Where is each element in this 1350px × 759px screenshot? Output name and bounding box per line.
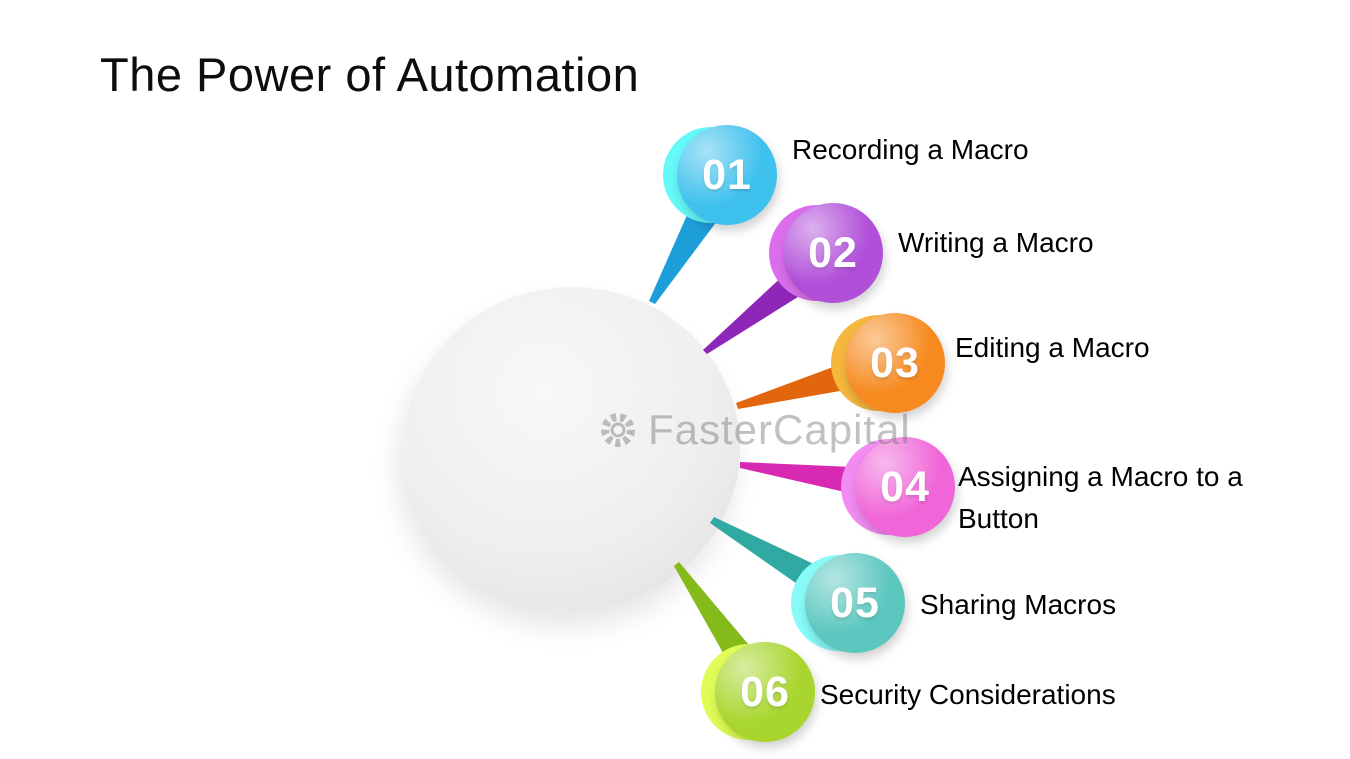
pin-02: 02 [769,203,883,303]
pin-02-number: 02 [808,228,858,277]
pin-02-face: 02 [783,203,883,303]
pin-03-number: 03 [870,338,920,387]
pin-04: 04 [841,437,955,537]
item-label-assigning-a-macro: Assigning a Macro to a Button [958,461,1243,534]
pin-01-face: 01 [677,125,777,225]
pin-04-number: 04 [880,462,930,511]
pin-06: 06 [701,642,815,742]
item-label-sharing-macros: Sharing Macros [920,589,1117,620]
pin-04-face: 04 [855,437,955,537]
pin-05: 05 [791,553,905,653]
pin-05-number: 05 [830,578,880,627]
pin-06-face: 06 [715,642,815,742]
item-label-editing-a-macro: Editing a Macro [955,332,1150,363]
item-label-writing-a-macro: Writing a Macro [898,227,1094,258]
pin-05-face: 05 [805,553,905,653]
item-label-security-considerations: Security Considerations [820,679,1116,710]
central-circle [404,287,740,609]
pin-03-face: 03 [845,313,945,413]
item-label-recording-a-macro: Recording a Macro [792,134,1029,165]
pin-01-number: 01 [702,150,752,199]
connector-01-tail [649,197,723,304]
pin-06-number: 06 [740,667,790,716]
pin-01: 01 [663,125,777,225]
page-title: The Power of Automation [100,48,640,102]
pin-03: 03 [831,313,945,413]
